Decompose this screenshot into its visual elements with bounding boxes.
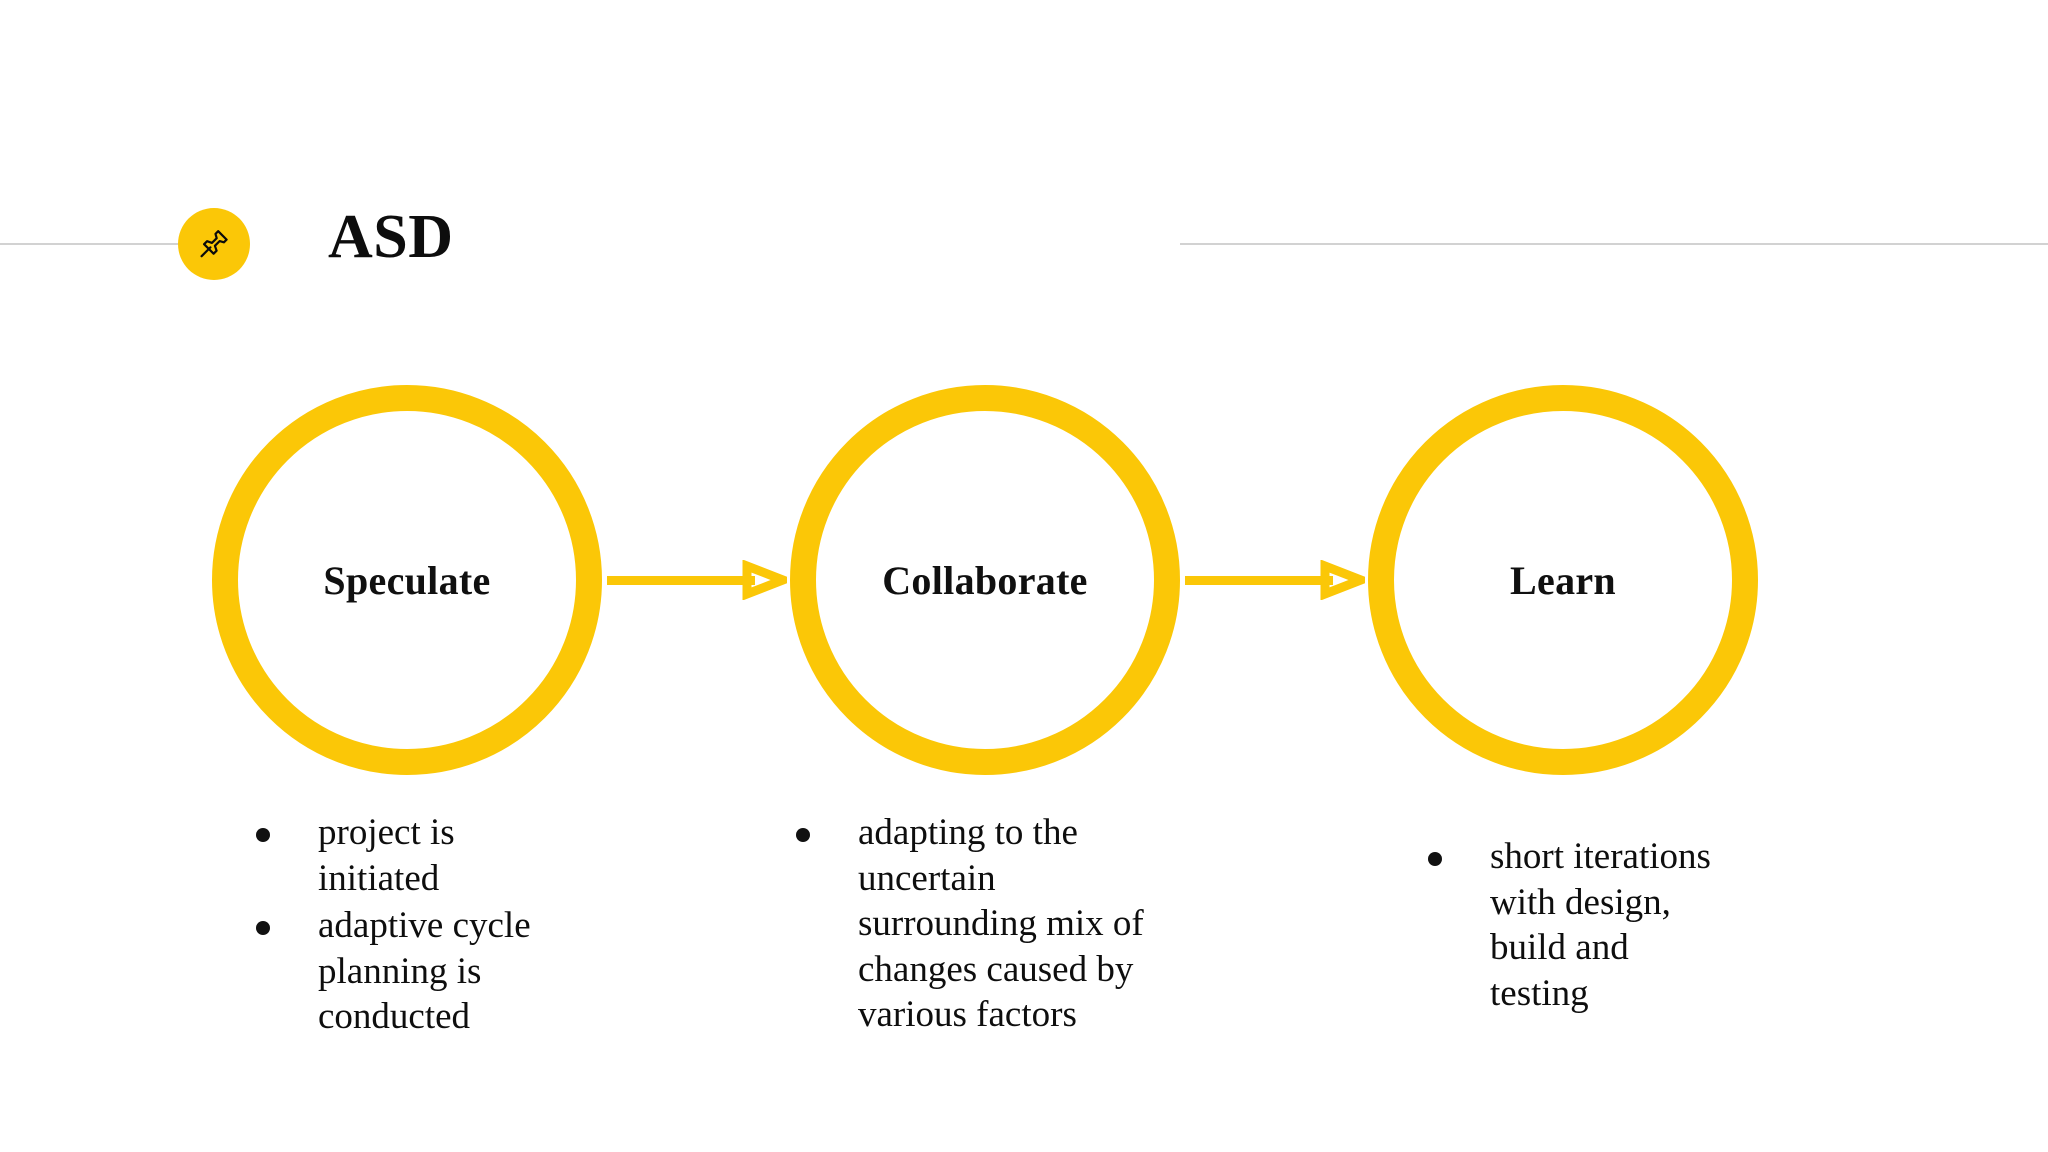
bullet-text: short iterations with design, build and … <box>1490 836 1711 1014</box>
header-divider-left <box>0 243 200 245</box>
process-node-learn[interactable]: Learn <box>1368 385 1758 775</box>
list-item: short iterations with design, build and … <box>1410 834 1730 1016</box>
header-badge <box>178 208 250 280</box>
pushpin-icon <box>194 224 234 264</box>
node-label: Learn <box>1510 557 1616 603</box>
arrow-right-icon <box>1185 560 1365 600</box>
list-item: adapting to the uncertain surrounding mi… <box>778 810 1158 1038</box>
bullet-text: adaptive cycle planning is conducted <box>318 905 531 1037</box>
page-title: ASD <box>328 203 454 271</box>
bullet-text: project is initiated <box>318 812 455 899</box>
process-node-speculate[interactable]: Speculate <box>212 385 602 775</box>
connector-arrow-speculate-to-collaborate <box>607 560 787 600</box>
process-node-collaborate[interactable]: Collaborate <box>790 385 1180 775</box>
arrow-right-icon <box>607 560 787 600</box>
bullet-dot-icon <box>796 828 810 842</box>
bullet-column-learn: short iterations with design, build and … <box>1410 834 1730 1018</box>
bullet-dot-icon <box>256 828 270 842</box>
connector-arrow-collaborate-to-learn <box>1185 560 1365 600</box>
list-item: project is initiated <box>238 810 568 901</box>
bullet-column-collaborate: adapting to the uncertain surrounding mi… <box>778 810 1158 1040</box>
list-item: adaptive cycle planning is conducted <box>238 903 568 1040</box>
bullet-dot-icon <box>1428 852 1442 866</box>
node-label: Speculate <box>323 557 491 603</box>
header-divider-right <box>1180 243 2048 245</box>
bullet-column-speculate: project is initiated adaptive cycle plan… <box>238 810 568 1042</box>
bullet-text: adapting to the uncertain surrounding mi… <box>858 812 1144 1035</box>
bullet-dot-icon <box>256 921 270 935</box>
node-label: Collaborate <box>882 557 1088 603</box>
